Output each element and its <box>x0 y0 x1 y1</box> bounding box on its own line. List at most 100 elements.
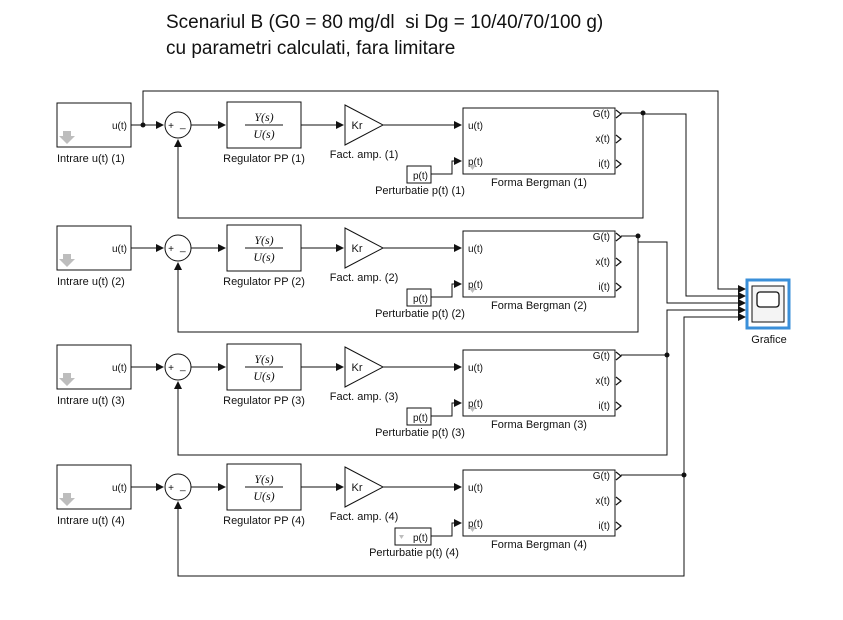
regulator-label: Regulator PP (2) <box>223 276 305 288</box>
bergman-label: Forma Bergman (4) <box>491 539 587 551</box>
bergman-block[interactable] <box>462 107 616 175</box>
gain-label: Fact. amp. (4) <box>330 511 398 523</box>
gain-label: Fact. amp. (3) <box>330 391 398 403</box>
wire-reference-to-scope <box>142 90 746 293</box>
perturbation-label: Perturbatie p(t) (4) <box>369 547 459 559</box>
out-port-arrow-icon <box>615 109 622 119</box>
bergman-out-port: x(t) <box>596 257 610 268</box>
bergman-label: Forma Bergman (1) <box>491 177 587 189</box>
bergman-pert-port: p(t) <box>468 280 483 291</box>
out-port-arrow-icon <box>615 496 622 506</box>
tf-numerator: Y(s) <box>254 472 273 486</box>
scope-screen-icon <box>756 291 780 308</box>
pert-port-arrow-icon <box>469 407 476 412</box>
sum-minus-sign: _ <box>179 481 186 492</box>
bergman-out-port: i(t) <box>598 401 610 412</box>
bergman-out-port: x(t) <box>596 496 610 507</box>
gain-block[interactable] <box>344 466 385 508</box>
bergman-pert-port: p(t) <box>468 399 483 410</box>
bergman-out-port: G(t) <box>593 351 610 362</box>
sum-minus-sign: _ <box>179 242 186 253</box>
wire-perturbation <box>431 519 462 537</box>
perturbation-label: Perturbatie p(t) (1) <box>375 185 465 197</box>
out-port-arrow-icon <box>615 401 622 411</box>
gain-label: Fact. amp. (1) <box>330 149 398 161</box>
input-label: Intrare u(t) (3) <box>57 395 125 407</box>
perturbation-port-label: p(t) <box>413 294 428 305</box>
bergman-block[interactable] <box>462 469 616 537</box>
wire-output-to-scope <box>643 113 746 300</box>
tf-numerator: Y(s) <box>254 233 273 247</box>
out-port-arrow-icon <box>615 351 622 361</box>
row-3: u(t)Intrare u(t) (3)+_Y(s)U(s)Regulator … <box>56 343 670 456</box>
bergman-in-port: u(t) <box>468 363 483 374</box>
input-port-label: u(t) <box>112 363 127 374</box>
out-port-arrow-icon <box>615 232 622 242</box>
perturbation-label: Perturbatie p(t) (3) <box>375 427 465 439</box>
bergman-out-port: i(t) <box>598 282 610 293</box>
input-port-label: u(t) <box>112 244 127 255</box>
bergman-block[interactable] <box>462 230 616 298</box>
sum-plus-sign: + <box>168 363 174 374</box>
diagram-title: Scenariul B (G0 = 80 mg/dl si Dg = 10/40… <box>166 12 604 33</box>
wire-feedback <box>174 475 685 577</box>
diagram-subtitle: cu parametri calculati, fara limitare <box>166 38 456 59</box>
wire-output-to-scope <box>638 241 746 307</box>
wire-perturbation <box>431 280 462 298</box>
out-port-arrow-icon <box>615 471 622 481</box>
gain-block[interactable] <box>344 227 385 269</box>
gain-symbol: Kr <box>352 243 363 255</box>
out-port-arrow-icon <box>615 134 622 144</box>
out-port-arrow-icon <box>615 257 622 267</box>
wire-feedback <box>174 236 639 333</box>
pert-port-arrow-icon <box>469 288 476 293</box>
gain-symbol: Kr <box>352 120 363 132</box>
regulator-block[interactable] <box>226 224 302 272</box>
perturbation-label: Perturbatie p(t) (2) <box>375 308 465 320</box>
tf-denominator: U(s) <box>253 250 274 264</box>
scope-label: Grafice <box>751 334 786 346</box>
tf-denominator: U(s) <box>253 127 274 141</box>
sum-plus-sign: + <box>168 121 174 132</box>
regulator-label: Regulator PP (3) <box>223 395 305 407</box>
bergman-pert-port: p(t) <box>468 519 483 530</box>
bergman-label: Forma Bergman (2) <box>491 300 587 312</box>
tf-numerator: Y(s) <box>254 110 273 124</box>
wire-perturbation <box>431 399 462 417</box>
regulator-label: Regulator PP (1) <box>223 153 305 165</box>
input-arrow-icon <box>59 373 75 386</box>
perturbation-arrow-icon <box>399 535 404 539</box>
perturbation-port-label: p(t) <box>413 413 428 424</box>
bergman-out-port: G(t) <box>593 232 610 243</box>
out-port-arrow-icon <box>615 521 622 531</box>
bergman-in-port: u(t) <box>468 121 483 132</box>
out-port-arrow-icon <box>615 282 622 292</box>
bergman-in-port: u(t) <box>468 244 483 255</box>
input-port-label: u(t) <box>112 483 127 494</box>
input-port-label: u(t) <box>112 121 127 132</box>
regulator-label: Regulator PP (4) <box>223 515 305 527</box>
pert-port-arrow-icon <box>469 527 476 532</box>
input-arrow-icon <box>59 254 75 267</box>
gain-block[interactable] <box>344 346 385 388</box>
gain-symbol: Kr <box>352 482 363 494</box>
gain-block[interactable] <box>344 104 385 146</box>
row-2: u(t)Intrare u(t) (2)+_Y(s)U(s)Regulator … <box>56 224 641 333</box>
bergman-block[interactable] <box>462 349 616 417</box>
bergman-label: Forma Bergman (3) <box>491 419 587 431</box>
gain-symbol: Kr <box>352 362 363 374</box>
bergman-pert-port: p(t) <box>468 157 483 168</box>
wire-output-to-scope <box>683 313 746 481</box>
tf-denominator: U(s) <box>253 369 274 383</box>
bergman-out-port: i(t) <box>598 159 610 170</box>
perturbation-port-label: p(t) <box>413 171 428 182</box>
out-port-arrow-icon <box>615 159 622 169</box>
wire-feedback <box>174 355 668 456</box>
wire-output-to-scope <box>666 306 746 361</box>
perturbation-port-label: p(t) <box>413 533 428 544</box>
bergman-in-port: u(t) <box>468 483 483 494</box>
bergman-out-port: G(t) <box>593 109 610 120</box>
wire-feedback <box>174 113 644 219</box>
tf-denominator: U(s) <box>253 489 274 503</box>
